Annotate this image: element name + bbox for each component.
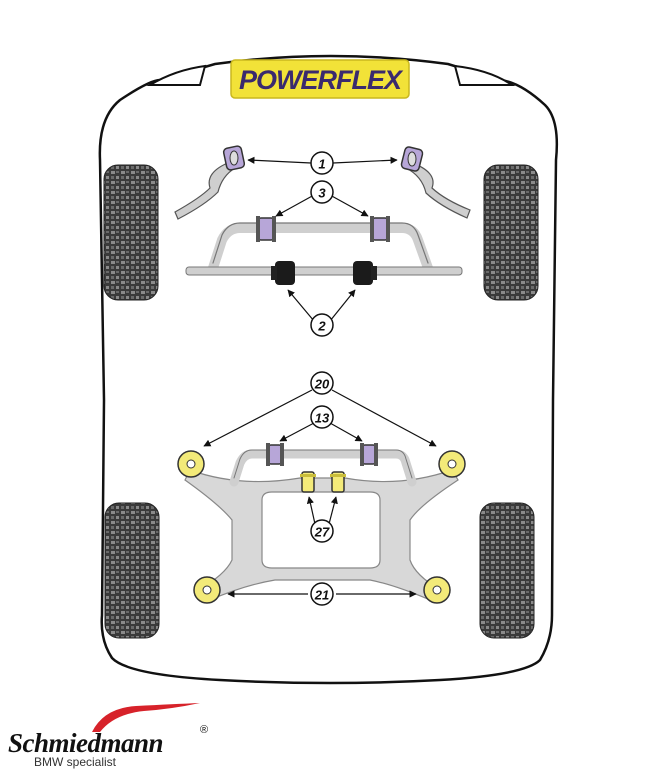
mirror-left — [146, 64, 207, 86]
bush-front-arm-right — [400, 146, 424, 172]
callout-3-label: 3 — [318, 186, 326, 201]
tyre-front-left — [103, 164, 159, 301]
callout-20: 20 — [310, 371, 334, 395]
callout-21: 21 — [310, 582, 334, 606]
bush-diff-mount-right — [330, 471, 346, 493]
bush-front-arb-right — [370, 216, 390, 242]
callout-27-label: 27 — [314, 525, 330, 540]
schmiedmann-name: Schmiedmann — [8, 728, 164, 758]
powerflex-logo: POWERFLEX — [230, 59, 410, 99]
schmiedmann-logo: Schmiedmann ® BMW specialist — [4, 700, 234, 769]
bush-diff-mount-left — [300, 471, 316, 493]
bush-rear-arb-left — [266, 443, 284, 466]
registered-mark: ® — [200, 724, 209, 736]
tyre-rear-right — [479, 502, 535, 639]
rear-anti-roll-bar — [229, 449, 417, 487]
tyre-front-right — [483, 164, 539, 301]
schmiedmann-tagline: BMW specialist — [34, 755, 117, 769]
front-anti-roll-bar — [208, 223, 433, 273]
callout-2-label: 2 — [317, 319, 326, 334]
callout-27: 27 — [310, 519, 334, 543]
car-body-outline — [98, 54, 559, 685]
schmiedmann-swoosh — [92, 703, 200, 732]
tyre-rear-left — [104, 502, 160, 639]
mirror-right — [453, 64, 516, 86]
callout-20-label: 20 — [314, 377, 330, 392]
bush-front-arb-left — [256, 216, 276, 242]
powerflex-logo-text: POWERFLEX — [239, 65, 404, 95]
bush-front-black-left — [271, 261, 295, 285]
front-arm-right — [405, 161, 471, 219]
callout-13: 13 — [310, 405, 334, 429]
callout-lines-front — [247, 156, 398, 322]
front-crossmember-bar — [185, 266, 463, 276]
callout-1-label: 1 — [318, 157, 325, 172]
bush-subframe-rear-left — [193, 576, 221, 604]
callout-3: 3 — [310, 180, 334, 204]
bush-front-black-right — [353, 261, 377, 285]
callout-lines-rear — [203, 389, 437, 598]
callout-21-label: 21 — [314, 588, 329, 603]
bush-rear-arb-right — [360, 443, 378, 466]
callout-2: 2 — [310, 313, 334, 337]
callout-13-label: 13 — [315, 411, 330, 426]
bush-subframe-rear-right — [423, 576, 451, 604]
callout-1: 1 — [310, 151, 334, 175]
bush-front-arm-left — [222, 145, 246, 171]
bush-subframe-front-left — [177, 450, 205, 478]
front-arm-left — [174, 161, 236, 220]
bush-subframe-front-right — [438, 450, 466, 478]
